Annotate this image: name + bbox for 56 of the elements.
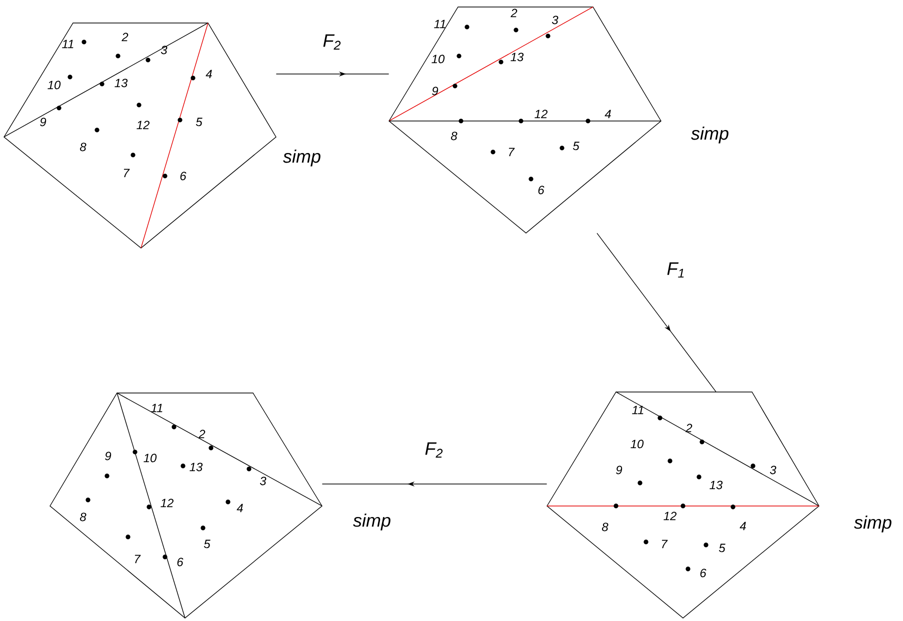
point-label: 5 (204, 540, 210, 548)
point-label: 9 (105, 452, 112, 460)
edge-label: F$_{1}$ (667, 262, 684, 278)
point-label: 5 (718, 544, 726, 552)
point-label: 13 (710, 480, 723, 490)
point-label: 8 (80, 142, 86, 152)
point-label: 11 (632, 406, 644, 414)
point-label: 13 (510, 52, 524, 62)
point-label: 10 (144, 454, 157, 462)
point-label: 6 (700, 568, 706, 578)
point-label: 12 (534, 110, 548, 118)
point-label: 12 (160, 498, 174, 508)
point-label: 3 (770, 466, 776, 474)
point-label: 3 (552, 16, 558, 24)
point-label: 8 (80, 512, 86, 522)
point-label: 4 (740, 522, 746, 530)
point-label: 5 (572, 142, 580, 150)
point-label: 4 (236, 504, 243, 512)
point-label: 7 (508, 148, 515, 156)
edge-label: F$_{2}$ (425, 442, 443, 458)
point-label: 7 (124, 168, 130, 178)
point-label: 2 (686, 424, 692, 432)
point-label: 6 (538, 186, 544, 194)
point-label: 13 (190, 462, 203, 472)
point-label: 2 (198, 430, 206, 438)
point-label: 10 (48, 80, 61, 90)
point-label: 4 (206, 70, 212, 78)
point-label: 6 (180, 172, 186, 180)
point-label: 3 (260, 476, 266, 486)
point-label: 11 (434, 20, 446, 28)
point-label: 7 (662, 540, 668, 548)
point-label: 11 (151, 404, 162, 412)
point-label: 4 (604, 110, 611, 118)
point-label: 10 (432, 54, 445, 64)
point-label: 8 (602, 522, 608, 532)
point-label: 8 (450, 132, 458, 140)
point-label: 7 (134, 554, 141, 564)
point-label: 3 (160, 46, 168, 54)
point-label: 2 (510, 8, 518, 18)
point-label: 2 (122, 32, 128, 42)
point-label: 6 (177, 558, 184, 566)
point-label: 5 (196, 118, 202, 126)
point-label: 10 (630, 440, 644, 448)
diagram-caption: simp (353, 514, 390, 530)
point-label: 12 (664, 512, 676, 520)
point-label: 9 (432, 86, 438, 96)
diagram-caption: simp (691, 126, 728, 144)
point-label: 9 (616, 466, 622, 474)
point-label: 12 (136, 120, 150, 130)
point-label: 13 (114, 78, 128, 88)
arrow (596, 232, 716, 392)
diagram-caption: simp (854, 516, 892, 532)
diagram-caption: simp (283, 150, 320, 166)
point-label: 9 (40, 118, 46, 126)
edge-label: F$_{2}$ (323, 34, 341, 50)
point-label: 11 (62, 40, 74, 48)
